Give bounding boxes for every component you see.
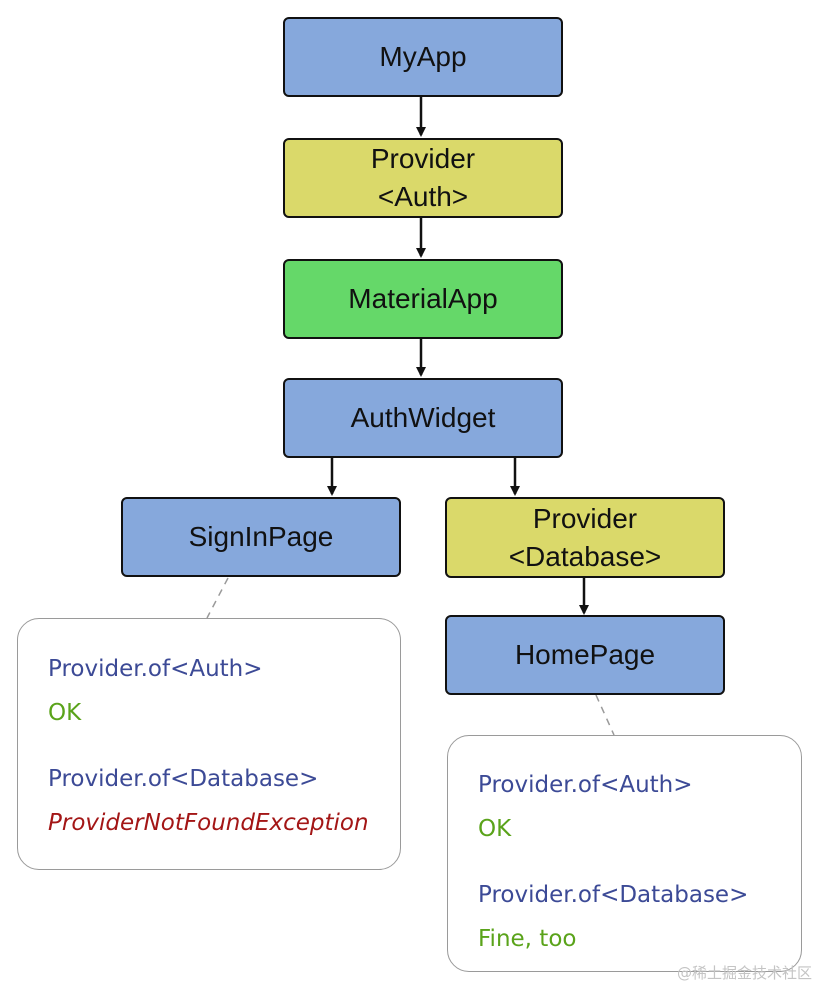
home-database-result: Fine, too — [478, 926, 577, 952]
watermark: @稀土掘金技术社区 — [676, 964, 812, 982]
node-material-app-label: MaterialApp — [348, 283, 498, 314]
node-provider-database-line-2: <Database> — [508, 540, 662, 572]
signin-database-result: ProviderNotFoundException — [48, 810, 369, 836]
node-provider-auth-line-1: Provider — [370, 143, 476, 174]
node-auth-widget: AuthWidget — [283, 378, 563, 458]
callout-home-page: Provider.of<Auth> OK Provider.of<Databas… — [447, 735, 802, 972]
node-provider-auth-line-2: <Auth> — [377, 181, 469, 212]
callout-signin-page: Provider.of<Auth> OK Provider.of<Databas… — [17, 618, 401, 870]
node-provider-auth: Provider <Auth> — [283, 138, 563, 218]
node-myapp: MyApp — [283, 17, 563, 97]
home-auth-result: OK — [478, 816, 512, 842]
callout-link-home — [595, 694, 615, 736]
node-signin-page: SignInPage — [121, 497, 401, 577]
node-myapp-label: MyApp — [379, 41, 467, 72]
home-database-call: Provider.of<Database> — [478, 882, 749, 908]
home-auth-call: Provider.of<Auth> — [478, 772, 693, 798]
node-home-page: HomePage — [445, 615, 725, 695]
node-signin-page-label: SignInPage — [188, 521, 334, 552]
node-home-page-label: HomePage — [514, 639, 656, 670]
signin-database-call: Provider.of<Database> — [48, 766, 319, 792]
callout-link-signin — [206, 577, 229, 619]
node-material-app: MaterialApp — [283, 259, 563, 339]
node-provider-database-line-1: Provider — [532, 502, 638, 534]
signin-auth-call: Provider.of<Auth> — [48, 656, 263, 682]
node-provider-database: Provider <Database> — [445, 497, 725, 578]
signin-auth-result: OK — [48, 700, 82, 726]
node-auth-widget-label: AuthWidget — [350, 402, 496, 433]
